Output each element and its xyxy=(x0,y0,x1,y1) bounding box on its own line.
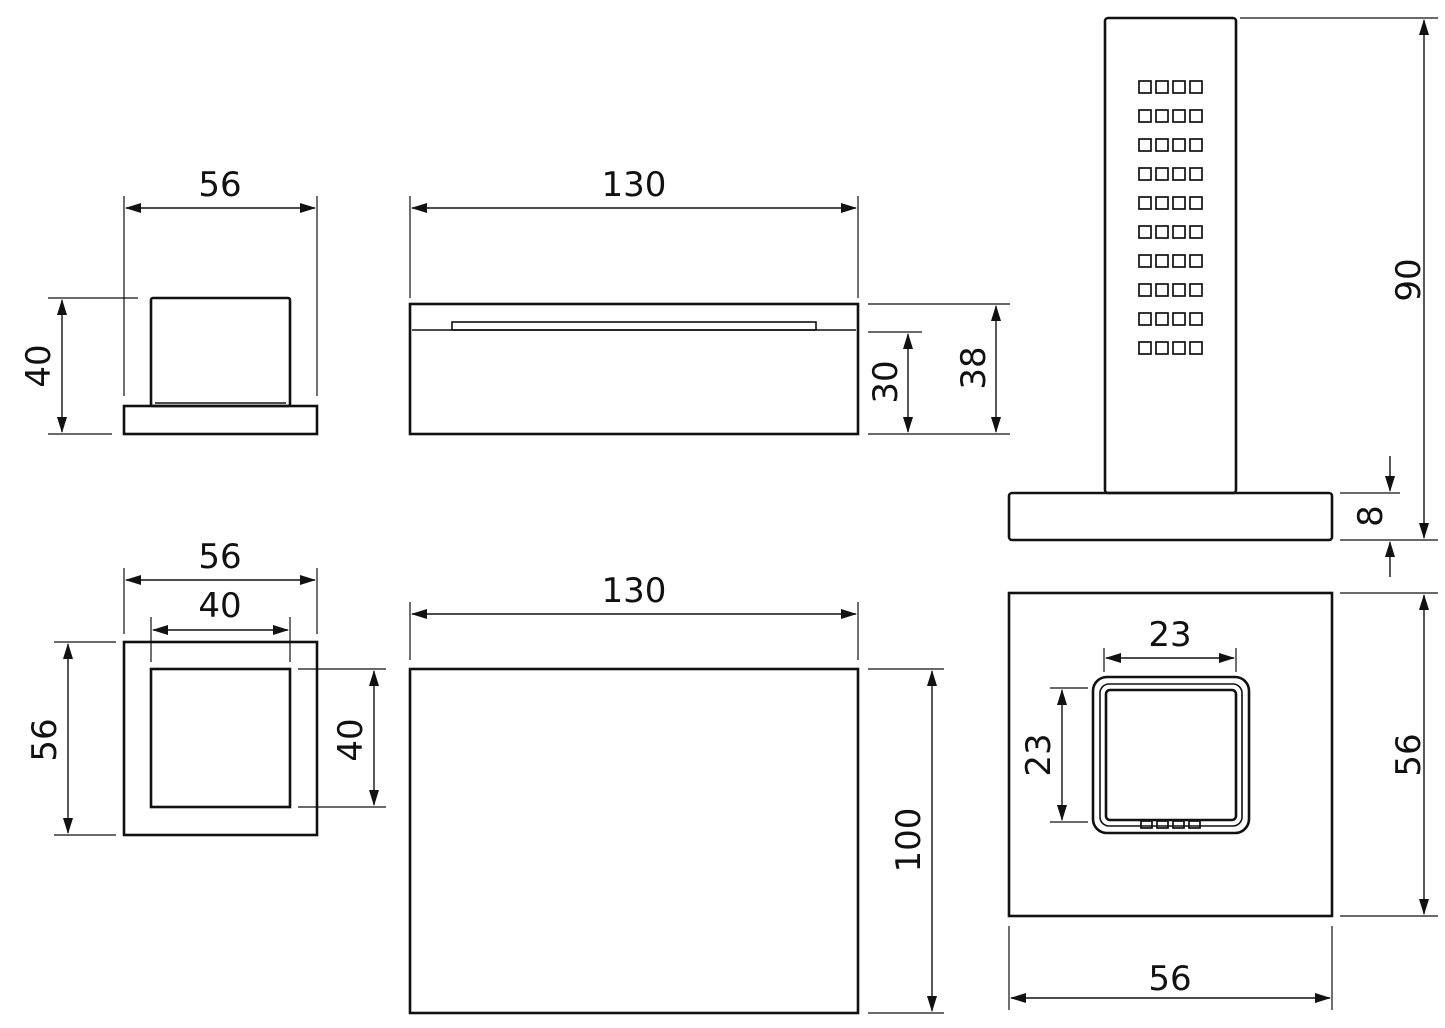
nozzle-hole xyxy=(1138,283,1152,297)
nozzle-hole xyxy=(1172,80,1186,94)
nozzle-hole xyxy=(1189,80,1203,94)
nozzle-hole xyxy=(1138,196,1152,210)
nozzle-hole xyxy=(1189,196,1203,210)
nozzle-hole xyxy=(1172,312,1186,326)
knob-top-inner-height-label: 40 xyxy=(331,718,371,761)
nozzle-hole xyxy=(1189,225,1203,239)
spout-front-view: 130 30 38 xyxy=(408,165,1010,436)
nozzle-hole xyxy=(1138,80,1152,94)
knob-top-inner-width-label: 40 xyxy=(198,586,241,626)
spout-outlet-slot xyxy=(451,321,817,331)
spout-front-inner-height-label: 30 xyxy=(866,360,906,403)
nozzle-hole xyxy=(1172,167,1186,181)
nozzle-hole xyxy=(1138,138,1152,152)
spout-body xyxy=(408,302,860,436)
nozzle-hole xyxy=(1189,254,1203,268)
nozzle-hole xyxy=(1155,80,1169,94)
shower-nozzle-grid xyxy=(1138,80,1203,355)
spout-top-outline xyxy=(408,667,860,1015)
spout-front-width-label: 130 xyxy=(602,165,667,205)
nozzle-hole xyxy=(1189,341,1203,355)
knob-body xyxy=(149,296,292,408)
shower-top-view: 23 23 56 56 xyxy=(1007,591,1438,1010)
knob-outer-plate xyxy=(122,640,319,837)
knob-side-view: 56 40 xyxy=(19,165,319,436)
knob-top-view: 56 40 56 40 xyxy=(25,537,386,837)
nozzle-hole xyxy=(1172,109,1186,123)
nozzle-hole xyxy=(1172,341,1186,355)
knob-side-height-label: 40 xyxy=(19,344,59,387)
knob-inner-square xyxy=(149,667,292,809)
shower-side-height-label: 90 xyxy=(1389,258,1429,301)
knob-top-outer-width-label: 56 xyxy=(198,537,241,577)
nozzle-hole xyxy=(1155,225,1169,239)
nozzle-hole xyxy=(1189,283,1203,297)
nozzle-hole xyxy=(1138,341,1152,355)
nozzle-hole xyxy=(1172,283,1186,297)
knob-top-outer-height-label: 56 xyxy=(25,718,65,761)
shower-top-inner-height-label: 23 xyxy=(1019,733,1059,776)
nozzle-hole xyxy=(1189,312,1203,326)
nozzle-hole xyxy=(1138,109,1152,123)
spout-top-depth-label: 100 xyxy=(889,808,929,873)
nozzle-hole xyxy=(1155,312,1169,326)
spout-front-total-height-label: 38 xyxy=(954,346,994,389)
shower-base xyxy=(1007,491,1334,542)
nozzle-hole xyxy=(1155,196,1169,210)
shower-top-outer-width-label: 56 xyxy=(1148,959,1191,999)
nozzle-hole xyxy=(1172,225,1186,239)
shower-top-outer-height-label: 56 xyxy=(1389,733,1429,776)
nozzle-hole xyxy=(1155,167,1169,181)
knob-base xyxy=(122,404,319,436)
shower-holder-rim xyxy=(1099,683,1243,827)
knob-side-width-label: 56 xyxy=(198,165,241,205)
nozzle-hole xyxy=(1172,138,1186,152)
shower-top-inner-width-label: 23 xyxy=(1148,615,1191,655)
nozzle-hole xyxy=(1189,167,1203,181)
shower-side-view: 90 8 xyxy=(1007,16,1438,577)
shower-holder-outer xyxy=(1091,675,1251,835)
nozzle-hole xyxy=(1138,312,1152,326)
nozzle-hole xyxy=(1189,138,1203,152)
shower-handle xyxy=(1103,16,1238,495)
nozzle-hole xyxy=(1138,225,1152,239)
nozzle-hole xyxy=(1155,341,1169,355)
nozzle-hole xyxy=(1172,196,1186,210)
shower-holder-inner xyxy=(1104,688,1238,822)
nozzle-hole xyxy=(1155,254,1169,268)
spout-top-view: 130 100 xyxy=(408,571,944,1015)
spout-top-width-label: 130 xyxy=(602,571,667,611)
shower-side-base-height-label: 8 xyxy=(1351,505,1391,527)
nozzle-hole xyxy=(1138,167,1152,181)
shower-top-plate xyxy=(1007,591,1334,918)
nozzle-hole xyxy=(1172,254,1186,268)
nozzle-hole xyxy=(1155,138,1169,152)
nozzle-hole xyxy=(1155,283,1169,297)
nozzle-hole xyxy=(1189,109,1203,123)
nozzle-hole xyxy=(1138,254,1152,268)
nozzle-hole xyxy=(1155,109,1169,123)
